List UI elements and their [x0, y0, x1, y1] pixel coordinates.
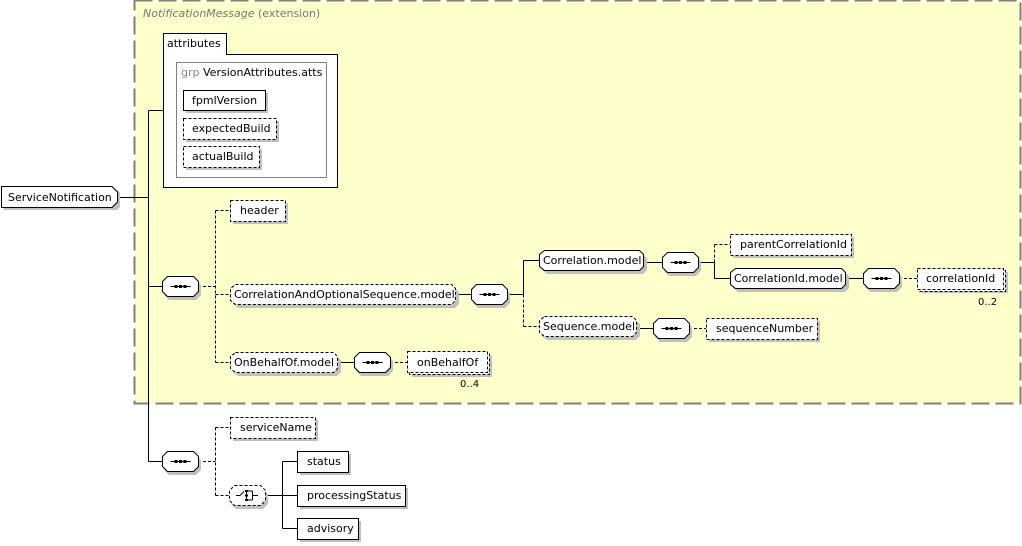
attributes-panel	[163, 33, 338, 188]
onbehalfof-model-label: OnBehalfOf.model	[234, 356, 335, 369]
header-node[interactable]	[230, 200, 289, 225]
status-node[interactable]	[297, 451, 352, 476]
onbehalfof-model-node[interactable]	[230, 352, 342, 377]
correlation-and-optional-sequence-label: CorrelationAndOptionalSequence.model	[234, 288, 455, 301]
onbehalfof-label: onBehalfOf	[417, 356, 479, 369]
sequence-model-label: Sequence.model	[543, 320, 636, 333]
sequence-compositor-correlation-id-model[interactable]	[863, 268, 903, 293]
root-element-node[interactable]	[1, 186, 121, 211]
attribute-expectedbuild[interactable]: expectedBuild	[192, 122, 271, 135]
attributes-tab-label: attributes	[167, 37, 221, 50]
attribute-group-title: grp VersionAttributes.atts	[181, 66, 322, 79]
processing-status-node[interactable]	[297, 485, 409, 510]
sequence-compositor-correlation[interactable]	[471, 284, 511, 309]
processing-status-label: processingStatus	[307, 489, 402, 502]
service-name-node[interactable]	[230, 417, 319, 442]
sequence-compositor-correlation-model[interactable]	[662, 252, 702, 277]
choice-compositor[interactable]	[229, 485, 269, 510]
extension-base-type: NotificationMessage	[143, 7, 255, 20]
header-label: header	[240, 204, 279, 217]
extension-kind: (extension)	[258, 7, 321, 20]
status-label: status	[307, 455, 341, 468]
group-keyword: grp	[181, 66, 200, 79]
connectors	[118, 110, 864, 529]
sequence-number-node[interactable]	[706, 318, 821, 343]
correlation-id-label: correlationId	[926, 272, 996, 285]
sequence-number-label: sequenceNumber	[716, 322, 814, 335]
correlation-id-node[interactable]	[917, 268, 1009, 294]
advisory-node[interactable]	[297, 518, 362, 543]
choice-icon	[236, 490, 258, 501]
parent-correlation-id-node[interactable]	[730, 234, 855, 259]
sequence-model-node[interactable]	[539, 316, 641, 341]
sequence-compositor-sequence-model[interactable]	[653, 318, 693, 343]
group-name: VersionAttributes.atts	[203, 66, 323, 79]
sequence-compositor-2[interactable]	[162, 451, 202, 476]
advisory-label: advisory	[307, 522, 354, 535]
sequence-compositor-onbehalf[interactable]	[354, 352, 394, 377]
root-element-label: ServiceNotification	[8, 191, 112, 204]
correlation-id-model-label: CorrelationId.model	[734, 272, 843, 285]
correlation-and-optional-sequence-node[interactable]	[230, 284, 460, 309]
attribute-actualbuild[interactable]: actualBuild	[192, 150, 254, 163]
extension-title: NotificationMessage (extension)	[143, 7, 320, 20]
correlation-model-label: Correlation.model	[543, 254, 642, 267]
correlation-id-model-node[interactable]	[730, 268, 850, 293]
parent-correlation-id-label: parentCorrelationId	[740, 238, 847, 251]
onbehalfof-node[interactable]	[407, 351, 493, 378]
service-name-label: serviceName	[240, 421, 312, 434]
sequence-compositor-1[interactable]	[162, 276, 202, 301]
attribute-fpmlversion[interactable]: fpmlVersion	[192, 94, 258, 107]
correlation-id-occurrence: 0..2	[978, 297, 998, 308]
correlation-model-node[interactable]	[539, 250, 648, 275]
onbehalfof-occurrence: 0..4	[460, 379, 480, 390]
